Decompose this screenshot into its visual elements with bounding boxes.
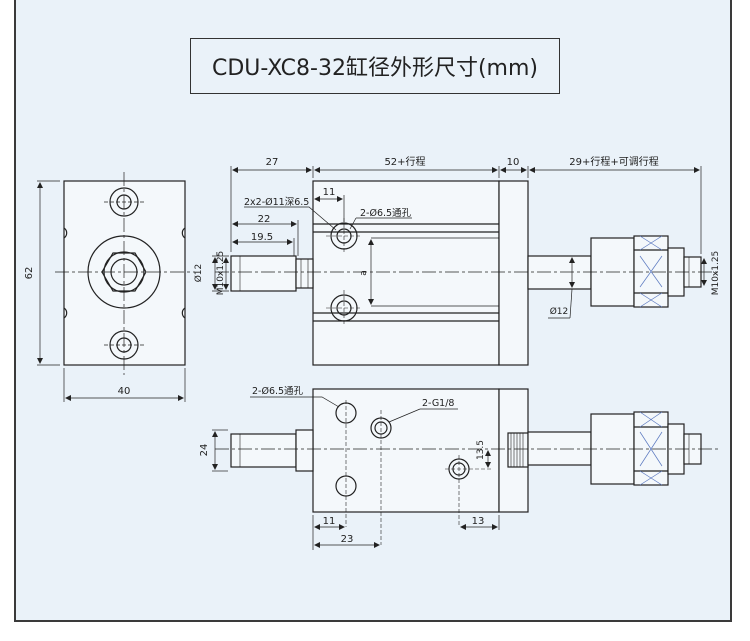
side-view-top xyxy=(212,166,718,366)
dim-24: 24 xyxy=(199,444,210,457)
front-flange xyxy=(498,180,529,366)
dim-10: 10 xyxy=(507,157,520,168)
dim-52-stroke: 52+行程 xyxy=(384,155,425,168)
cylinder-body-bottom xyxy=(312,388,500,513)
drawing-title: CDU-XC8-32缸径外形尺寸(mm) xyxy=(211,56,539,81)
dim-through-hole-bottom: 2-Ø6.5通孔 xyxy=(252,386,304,397)
rear-hex xyxy=(295,258,314,289)
dim-g18-port: 2-G1/8 xyxy=(422,398,454,409)
rear-stud-bottom xyxy=(230,433,297,468)
title-box: CDU-XC8-32缸径外形尺寸(mm) xyxy=(190,38,560,94)
dim-o12-left: Ø12 xyxy=(193,264,204,283)
dim-62: 62 xyxy=(24,267,35,280)
rear-stud xyxy=(230,255,297,292)
dim-13-5: 13.5 xyxy=(476,440,486,460)
dim-13: 13 xyxy=(472,516,485,527)
dim-a: a xyxy=(359,270,369,276)
notch xyxy=(181,227,186,239)
dim-through-hole-top: 2-Ø6.5通孔 xyxy=(360,208,412,219)
notch xyxy=(63,227,68,239)
dim-o12-rod: Ø12 xyxy=(550,306,569,317)
dim-m10-right: M10x1.25 xyxy=(711,251,721,296)
dim-19-5: 19.5 xyxy=(251,232,273,243)
piston-rod xyxy=(527,255,592,290)
dim-m10-left: M10x1.25 xyxy=(216,251,226,296)
piston-rod-bottom xyxy=(527,431,592,466)
notch xyxy=(63,307,68,319)
front-plate xyxy=(63,180,186,366)
dim-22: 22 xyxy=(258,214,271,225)
dim-11-bottom: 11 xyxy=(323,516,336,527)
dim-23: 23 xyxy=(341,534,354,545)
dim-40: 40 xyxy=(118,386,131,397)
dim-counterbore: 2x2-Ø11深6.5 xyxy=(244,197,309,208)
front-view xyxy=(37,172,195,402)
notch xyxy=(181,307,186,319)
side-view-bottom xyxy=(212,388,718,550)
dim-29-stroke-adjust: 29+行程+可调行程 xyxy=(569,155,658,168)
dim-11-top: 11 xyxy=(323,187,336,198)
dim-27: 27 xyxy=(266,157,279,168)
